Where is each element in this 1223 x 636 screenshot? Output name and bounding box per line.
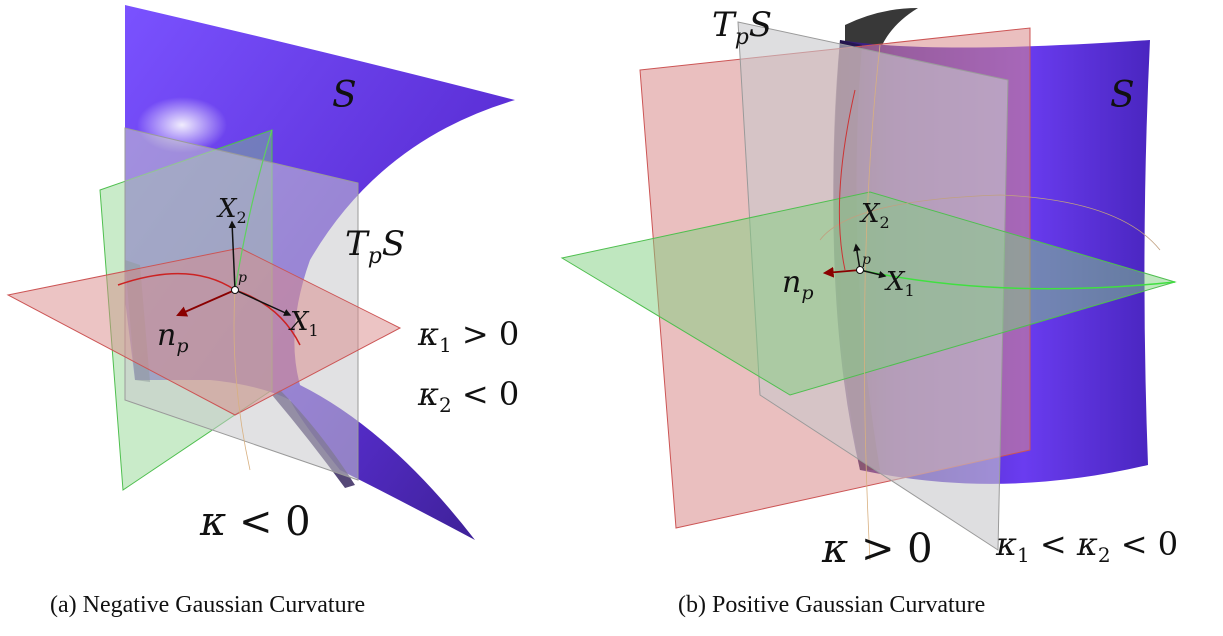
kappa2-label: κ2 < 0 xyxy=(417,375,519,417)
x1-axis-arrow xyxy=(859,269,887,279)
vertical-section-curve xyxy=(863,44,881,561)
caption-b: (b) Positive Gaussian Curvature xyxy=(678,592,985,618)
tangent-plane-label: TpS xyxy=(712,5,772,50)
caption-a: (a) Negative Gaussian Curvature xyxy=(50,592,365,618)
normal-arrow xyxy=(822,266,861,278)
point-p xyxy=(231,286,239,294)
point-label: p xyxy=(862,252,871,268)
surface-label: S xyxy=(1110,75,1135,116)
x1-axis-arrow xyxy=(234,289,292,316)
green-section-curve xyxy=(234,129,273,291)
tangent-plane-label: TpS xyxy=(345,224,405,269)
horizontal-circle-curve xyxy=(819,194,1161,251)
green-section-curve xyxy=(859,269,1176,290)
kappa-relation-label: κ1 < κ2 < 0 xyxy=(995,525,1178,567)
kappa1-label: κ1 > 0 xyxy=(417,315,519,357)
panel-a: S TpS p X2 X1 np κ1 > 0 κ2 < 0 κ < 0 (a)… xyxy=(6,5,519,618)
saddle-surface xyxy=(125,5,515,540)
thin-section-curve xyxy=(233,289,251,471)
cylinder-top-lip xyxy=(845,8,918,50)
gaussian-kappa-label: κ > 0 xyxy=(821,526,933,572)
gaussian-kappa-label: κ < 0 xyxy=(199,499,311,545)
x2-axis-arrow xyxy=(228,220,237,291)
red-plane xyxy=(6,247,402,416)
x2-label: X2 xyxy=(859,199,890,232)
red-section-curve xyxy=(838,89,856,271)
surface-label: S xyxy=(332,75,357,116)
point-p xyxy=(856,266,864,274)
point-label: p xyxy=(238,270,247,286)
normal-arrow xyxy=(176,289,236,317)
x2-axis-arrow xyxy=(853,243,861,271)
panel-b: TpS S X2 p X1 np κ1 < κ2 < 0 κ > 0 (b) P… xyxy=(560,5,1178,618)
